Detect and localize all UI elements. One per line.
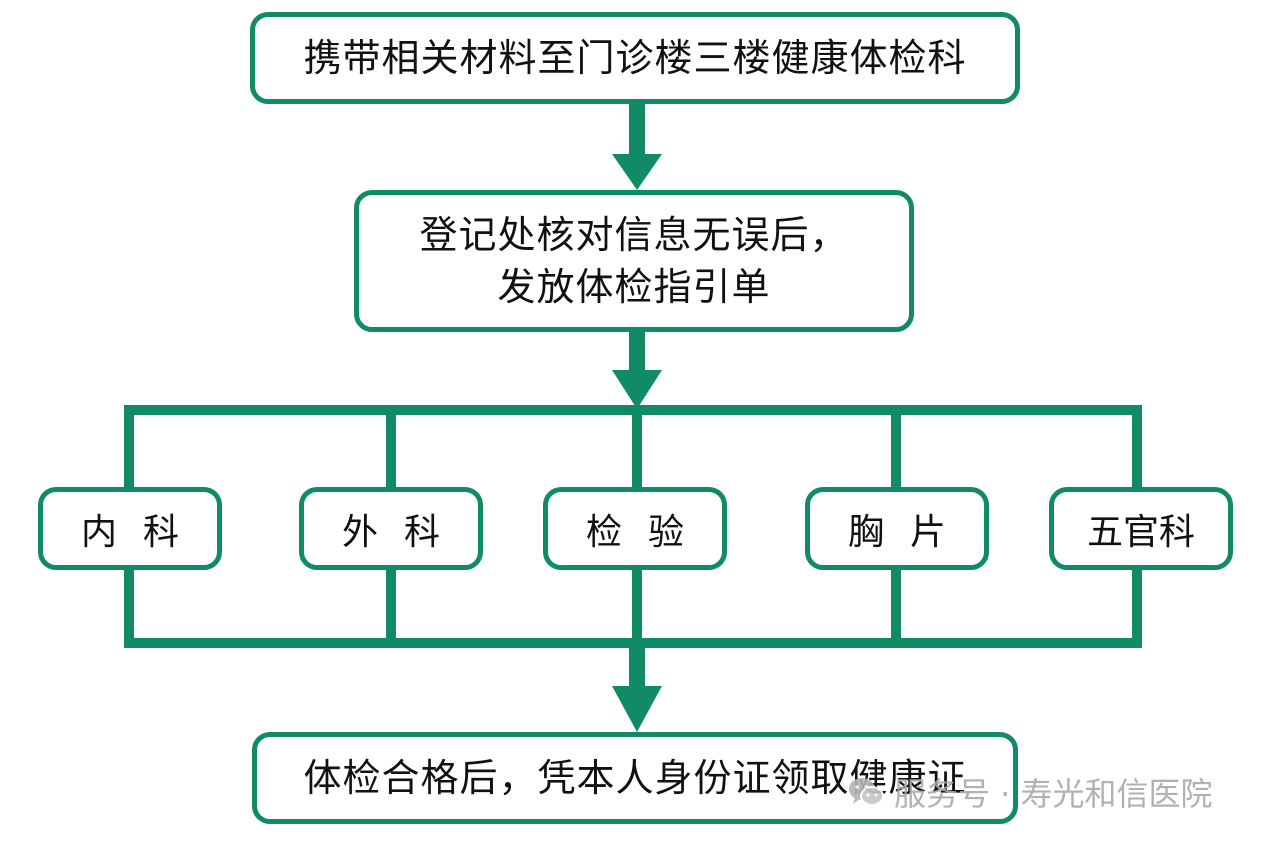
connector-1-shaft: [629, 102, 645, 164]
watermark-text: 服务号 · 寿光和信医院: [894, 775, 1213, 813]
dept-chest-xray-label: 胸片: [847, 511, 972, 553]
branch-drop-2: [386, 405, 396, 491]
branch-drop-3: [632, 405, 642, 491]
branch-rise-5: [1132, 566, 1142, 648]
step-1-box: 携带相关材料至门诊楼三楼健康体检科: [250, 12, 1020, 104]
dept-surgery-label: 外科: [341, 511, 466, 553]
branch-rise-1: [124, 566, 134, 648]
dept-internal-medicine-box: 内科: [38, 487, 222, 570]
arrow-2-head: [612, 370, 662, 409]
branch-drop-4: [891, 405, 901, 491]
dept-surgery-box: 外科: [299, 487, 483, 570]
step-2-box: 登记处核对信息无误后， 发放体检指引单: [354, 190, 914, 332]
dept-ent-label: 五官科: [1086, 511, 1195, 553]
step-2-line-2: 发放体检指引单: [497, 265, 771, 309]
branch-drop-1: [124, 405, 134, 491]
dept-laboratory-box: 检验: [543, 487, 727, 570]
connector-2-shaft: [629, 330, 645, 378]
dept-internal-medicine-label: 内科: [80, 511, 205, 553]
dept-chest-xray-box: 胸片: [805, 487, 989, 570]
dept-ent-box: 五官科: [1049, 487, 1233, 570]
branch-bottom-bus: [124, 638, 1142, 648]
dept-laboratory-label: 检验: [585, 511, 710, 553]
arrow-1-head: [612, 154, 662, 190]
branch-rise-4: [891, 566, 901, 648]
branch-drop-5: [1132, 405, 1142, 491]
arrow-3-head: [612, 686, 662, 732]
step-2-line-1: 登记处核对信息无误后，: [419, 213, 849, 257]
step-1-text: 携带相关材料至门诊楼三楼健康体检科: [303, 36, 967, 80]
watermark: 服务号 · 寿光和信医院: [846, 768, 1213, 816]
branch-rise-3: [632, 566, 642, 648]
wechat-icon: [849, 778, 884, 806]
connector-3-shaft: [629, 646, 645, 692]
branch-rise-2: [386, 566, 396, 648]
